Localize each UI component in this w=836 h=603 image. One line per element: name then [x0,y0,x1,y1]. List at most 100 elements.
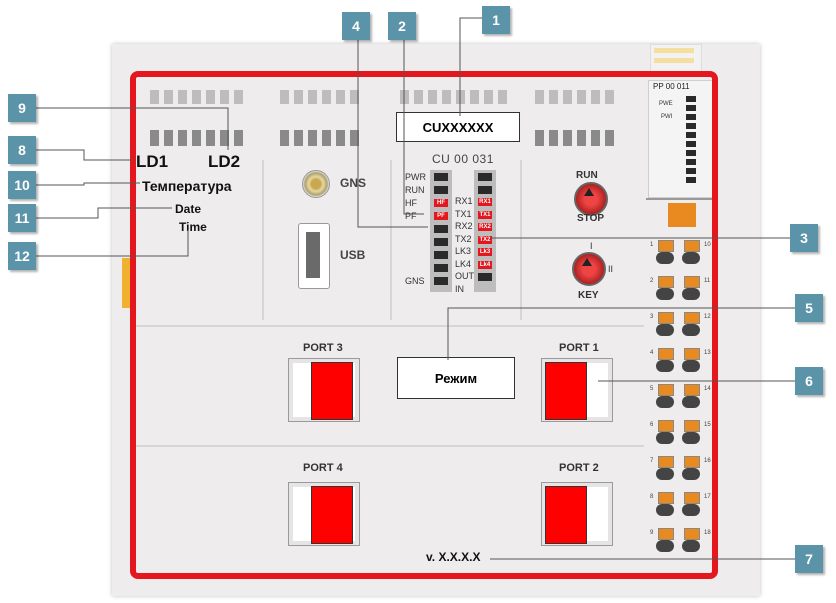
terminal-number: 1 [650,242,654,248]
divider [520,160,522,320]
terminal-hole [682,252,700,264]
terminal-hole [682,360,700,372]
io-led [686,96,696,102]
port-3[interactable] [288,358,360,422]
io-led [686,141,696,147]
usb-port-inner [306,232,320,278]
terminal-lever[interactable] [684,420,700,432]
right-led: Lk4 [478,260,492,269]
leader-line-9 [36,107,229,150]
terminal-hole [682,288,700,300]
terminal-hole [656,360,674,372]
callout-8: 8 [8,136,36,164]
callout-11: 11 [8,204,36,232]
io-module-label: PP 00 011 [653,82,690,91]
callout-1: 1 [482,6,510,34]
left-led [434,186,448,194]
io-led [686,114,696,120]
terminal-number: 8 [650,494,654,500]
terminal-lever[interactable] [658,456,674,468]
terminal-lever[interactable] [658,528,674,540]
callout-3: 3 [790,224,818,252]
terminal-lever[interactable] [684,240,700,252]
left-led [434,251,448,259]
model-box: CUXXXXXX [396,112,520,142]
port-1[interactable] [541,358,613,422]
top-vent-2 [150,130,243,146]
arrow-up-icon [582,258,592,266]
terminal-number: 12 [704,314,711,320]
usb-label: USB [340,248,366,262]
terminal-lever[interactable] [684,456,700,468]
terminal-hole [656,432,674,444]
key-switch[interactable] [572,252,606,286]
callout-4: 4 [342,12,370,40]
terminal-lever[interactable] [658,240,674,252]
pwi-label: PWI [661,114,673,120]
terminal-number: 11 [704,278,711,284]
terminal-hole [656,288,674,300]
right-led: RX2 [478,223,492,231]
right-led-label: TX1 [455,208,472,219]
terminal-hole [682,504,700,516]
terminal-hole [682,324,700,336]
right-led-label: RX1 [455,196,473,206]
terminal-hole [656,504,674,516]
terminal-number: 3 [650,314,654,320]
run-stop-switch[interactable] [574,182,608,216]
callout-6: 6 [795,367,823,395]
left-led-label: HF [405,198,417,208]
terminal-lever[interactable] [684,312,700,324]
terminal-hole [656,252,674,264]
right-led-label: IN [455,283,464,294]
terminal-number: 13 [704,350,711,356]
terminal-lever[interactable] [684,276,700,288]
io-module-strip [654,58,694,63]
left-led: HF [434,199,448,207]
terminal-lever[interactable] [658,492,674,504]
terminal-lever[interactable] [658,420,674,432]
port-2[interactable] [541,482,613,546]
top-vent-3 [280,90,359,104]
arrow-up-icon [584,188,594,196]
terminal-lever[interactable] [684,528,700,540]
gns-antenna-connector[interactable] [302,170,330,198]
orange-latch[interactable] [668,203,696,227]
terminal-lever[interactable] [658,384,674,396]
top-vent-7 [535,130,614,146]
terminal-hole [682,540,700,552]
terminal-lever[interactable] [684,384,700,396]
ld1-label: LD1 [136,152,169,171]
terminal-hole [656,468,674,480]
port-4-label: PORT 4 [303,462,343,474]
io-led [686,105,696,111]
terminal-lever[interactable] [658,312,674,324]
leader-line-8 [36,149,134,161]
terminal-number: 17 [704,494,711,500]
terminal-lever[interactable] [684,492,700,504]
terminal-lever[interactable] [658,348,674,360]
leader-line-2 [397,28,424,215]
terminal-lever[interactable] [658,276,674,288]
ld2-label: LD2 [208,152,241,171]
port-2-label: PORT 2 [559,462,599,474]
mode-box: Режим [397,357,515,399]
leader-line-12 [36,230,189,257]
left-led [434,225,448,233]
callout-10: 10 [8,171,36,199]
terminal-number: 2 [650,278,654,284]
leader-line-1 [459,17,483,116]
run-label: RUN [576,170,598,181]
port-4[interactable] [288,482,360,546]
model-label: CU 00 031 [432,152,494,166]
left-led [434,173,448,181]
io-led [686,132,696,138]
terminal-lever[interactable] [684,348,700,360]
right-led-label: TX2 [455,233,472,244]
terminal-number: 14 [704,386,711,392]
terminal-number: 16 [704,458,711,464]
terminal-hole [656,324,674,336]
leader-line-4 [352,28,428,228]
terminal-number: 10 [704,242,711,248]
